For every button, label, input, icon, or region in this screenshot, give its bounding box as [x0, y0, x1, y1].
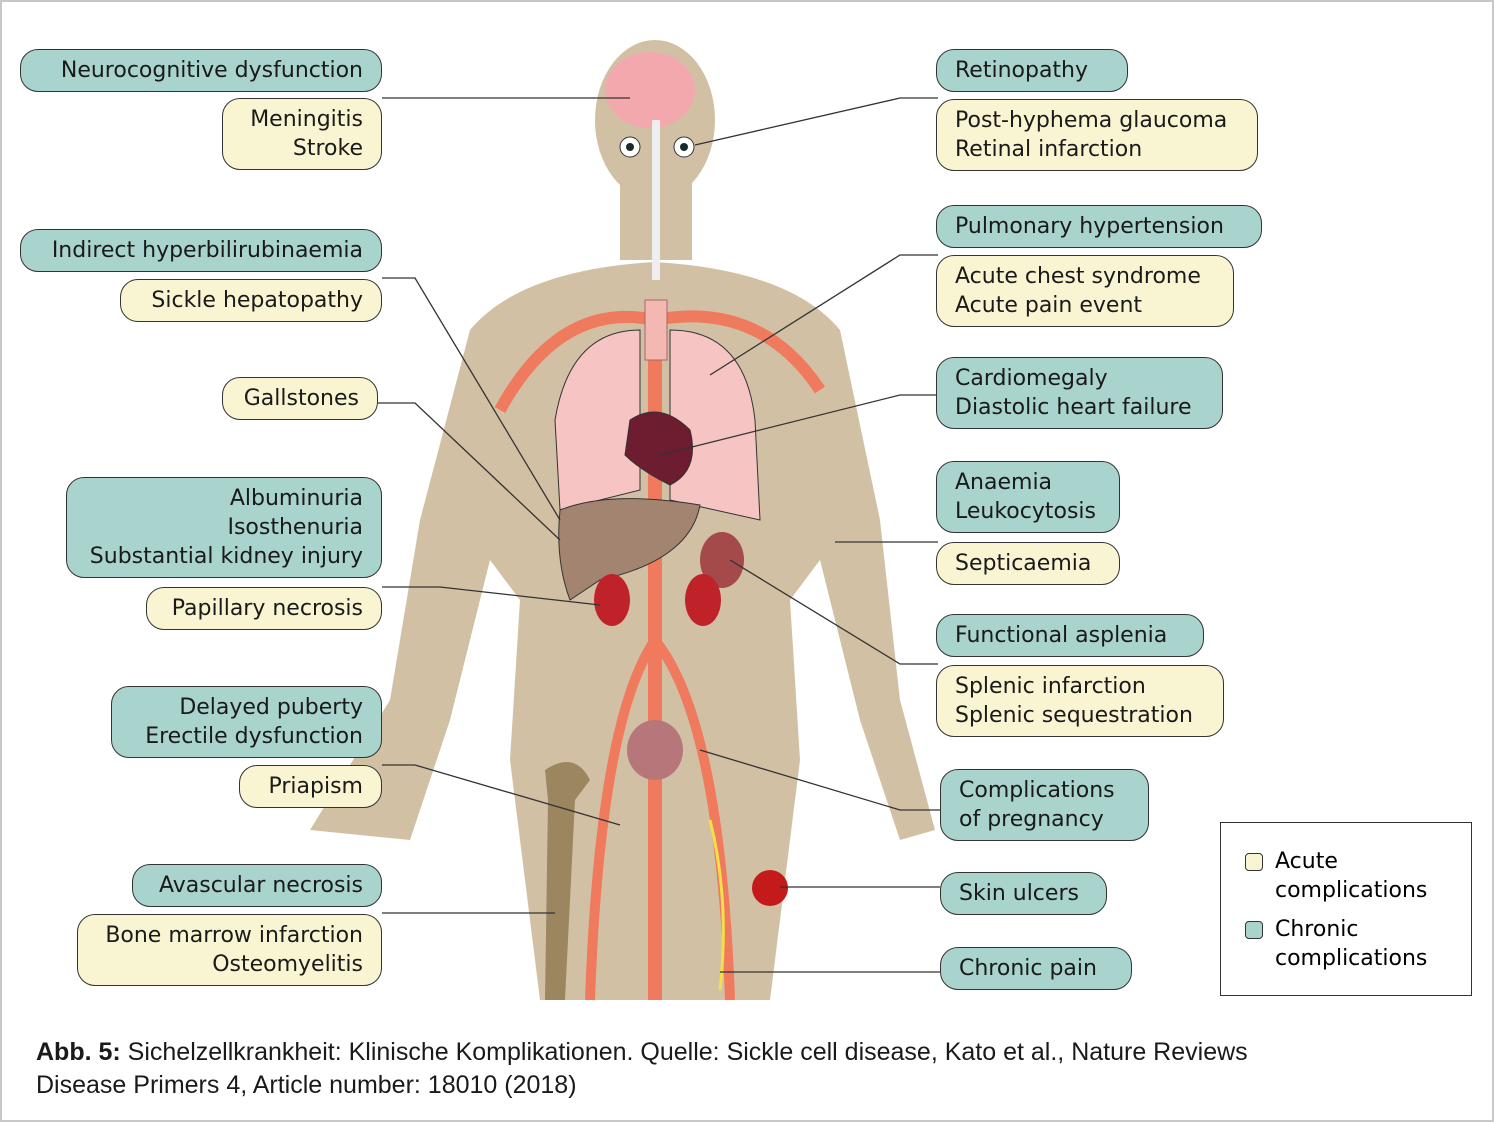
label-text: Neurocognitive dysfunction [60, 58, 363, 83]
uterus [627, 720, 683, 780]
label-text: Splenic infarction [955, 674, 1146, 699]
label-meningitis-stroke: Meningitis Stroke [222, 98, 382, 170]
label-text: Indirect hyperbilirubinaemia [51, 238, 363, 263]
label-eye-acute: Post-hyphema glaucoma Retinal infarction [936, 99, 1258, 171]
label-chronic-pain: Chronic pain [940, 947, 1132, 990]
label-bone-marrow-osteomyelitis: Bone marrow infarction Osteomyelitis [77, 914, 382, 986]
label-text: Anaemia [955, 470, 1053, 495]
label-text: Substantial kidney injury [89, 544, 363, 569]
label-text: Diastolic heart failure [955, 395, 1192, 420]
label-text: Stroke [292, 136, 363, 161]
vessels [494, 310, 825, 1001]
nerves [708, 819, 725, 991]
label-sickle-hepatopathy: Sickle hepatopathy [120, 279, 382, 322]
label-skin-ulcers: Skin ulcers [940, 872, 1107, 915]
label-text: Retinal infarction [955, 137, 1143, 162]
label-text: Post-hyphema glaucoma [955, 108, 1228, 133]
legend: Acute complications Chronic complication… [1220, 822, 1472, 996]
acute-swatch [1245, 853, 1263, 871]
label-text: Delayed puberty [179, 695, 363, 720]
label-text: Erectile dysfunction [145, 724, 363, 749]
skin-ulcer [752, 870, 788, 906]
label-priapism: Priapism [239, 765, 382, 808]
label-reproductive-chronic: Delayed puberty Erectile dysfunction [111, 686, 382, 758]
label-complications-of-pregnancy: Complications of pregnancy [940, 769, 1149, 841]
lung-right [669, 329, 761, 521]
label-text: Cardiomegaly [955, 366, 1108, 391]
label-text: Leukocytosis [955, 499, 1097, 524]
leader-lines [378, 97, 940, 973]
label-text: Chronic pain [959, 956, 1097, 981]
label-text: Pulmonary hypertension [955, 214, 1224, 239]
label-avascular-necrosis: Avascular necrosis [132, 864, 382, 907]
label-text: Gallstones [243, 386, 359, 411]
label-text: Bone marrow infarction [105, 923, 363, 948]
caption-label: Abb. 5: [36, 1038, 121, 1066]
spleen [700, 532, 744, 588]
label-text: Functional asplenia [955, 623, 1168, 648]
label-text: Splenic sequestration [955, 703, 1193, 728]
label-text: Skin ulcers [959, 881, 1079, 906]
label-heart-chronic: Cardiomegaly Diastolic heart failure [936, 357, 1223, 429]
label-text: Complications [959, 778, 1115, 803]
label-spleen-acute: Splenic infarction Splenic sequestration [936, 665, 1224, 737]
label-text: Avascular necrosis [158, 873, 363, 898]
figure-caption: Abb. 5: Sichelzellkrankheit: Klinische K… [36, 1036, 1248, 1102]
heart [624, 411, 693, 486]
brain [605, 52, 695, 128]
femur [545, 762, 590, 1000]
caption-line-2: Disease Primers 4, Article number: 18010… [36, 1071, 577, 1099]
label-text: Priapism [268, 774, 364, 799]
caption-line-1: Sichelzellkrankheit: Klinische Komplikat… [120, 1038, 1248, 1066]
label-text: Isosthenuria [227, 515, 363, 540]
label-text: Meningitis [250, 107, 363, 132]
legend-label: Acute [1275, 849, 1338, 874]
legend-label: Chronic [1275, 917, 1359, 942]
lung-left [554, 329, 641, 511]
label-text: Papillary necrosis [171, 596, 363, 621]
label-text: Osteomyelitis [212, 952, 363, 977]
liver [558, 498, 701, 601]
label-papillary-necrosis: Papillary necrosis [146, 587, 382, 630]
label-neurocognitive-dysfunction: Neurocognitive dysfunction [20, 49, 382, 92]
label-pulmonary-hypertension: Pulmonary hypertension [936, 205, 1262, 248]
kidney-left [594, 574, 630, 626]
label-functional-asplenia: Functional asplenia [936, 614, 1204, 657]
label-blood-chronic: Anaemia Leukocytosis [936, 461, 1120, 533]
label-text: Acute pain event [955, 293, 1143, 318]
legend-label: complications [1275, 878, 1428, 903]
label-text: Retinopathy [955, 58, 1089, 83]
label-gallstones: Gallstones [222, 377, 378, 420]
label-text: of pregnancy [959, 807, 1104, 832]
label-text: Acute chest syndrome [955, 264, 1201, 289]
body-illustration [310, 40, 940, 1001]
label-indirect-hyperbilirubinaemia: Indirect hyperbilirubinaemia [20, 229, 382, 272]
legend-label: complications [1275, 946, 1428, 971]
label-retinopathy: Retinopathy [936, 49, 1128, 92]
legend-chronic: Chronic complications [1241, 915, 1451, 973]
label-lung-acute: Acute chest syndrome Acute pain event [936, 255, 1234, 327]
label-text: Septicaemia [955, 551, 1092, 576]
label-text: Albuminuria [229, 486, 363, 511]
legend-acute: Acute complications [1241, 847, 1451, 905]
kidney-right [685, 574, 721, 626]
label-text: Sickle hepatopathy [151, 288, 363, 313]
label-kidney-chronic: Albuminuria Isosthenuria Substantial kid… [66, 477, 382, 578]
label-septicaemia: Septicaemia [936, 542, 1120, 585]
chronic-swatch [1245, 921, 1263, 939]
